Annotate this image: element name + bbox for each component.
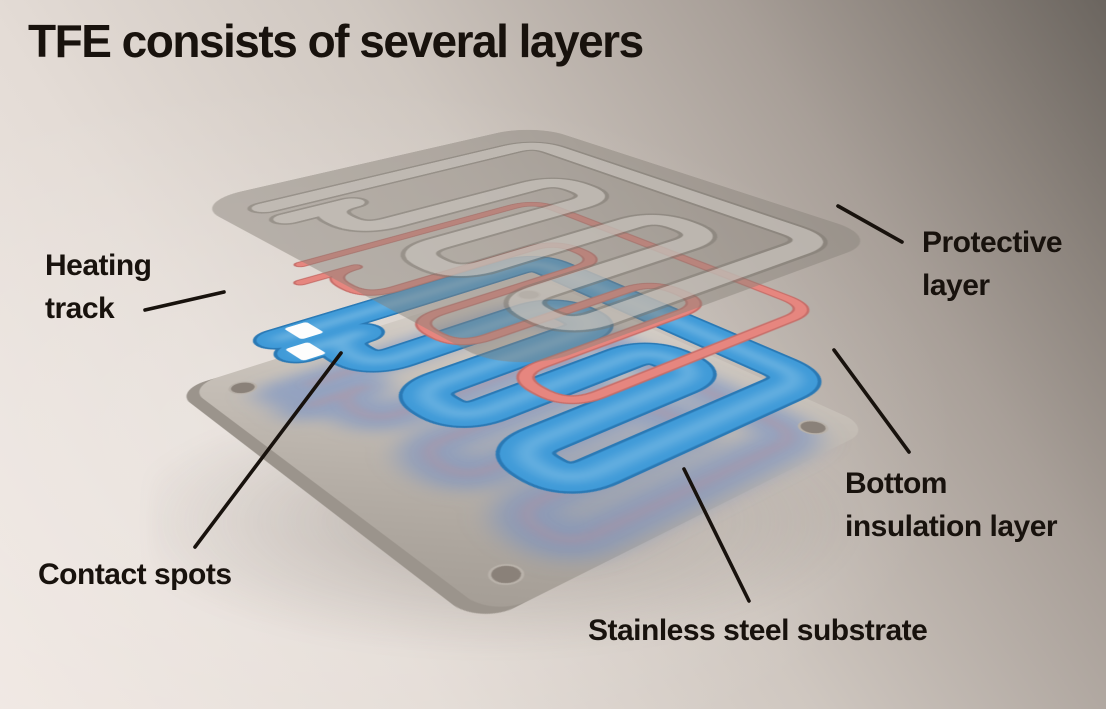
label-protective-layer: Protective layer (922, 226, 1063, 302)
label-contact-spots: Contact spots (38, 558, 232, 591)
layer-bottom-insulation (142, 208, 948, 575)
contact-spot (283, 321, 325, 340)
label-stainless-steel-substrate: Stainless steel substrate (588, 614, 928, 647)
protective-graphic (192, 101, 885, 376)
layer-protective (122, 101, 969, 406)
substrate-top-face (187, 276, 873, 618)
insulation-graphic (142, 208, 948, 575)
label-heating-track: Heating track (45, 249, 152, 325)
label-bottom-insulation-layer: Bottom insulation layer (845, 467, 1058, 543)
page-title: TFE consists of several layers (28, 15, 644, 67)
contact-spots-graphic (283, 321, 327, 361)
